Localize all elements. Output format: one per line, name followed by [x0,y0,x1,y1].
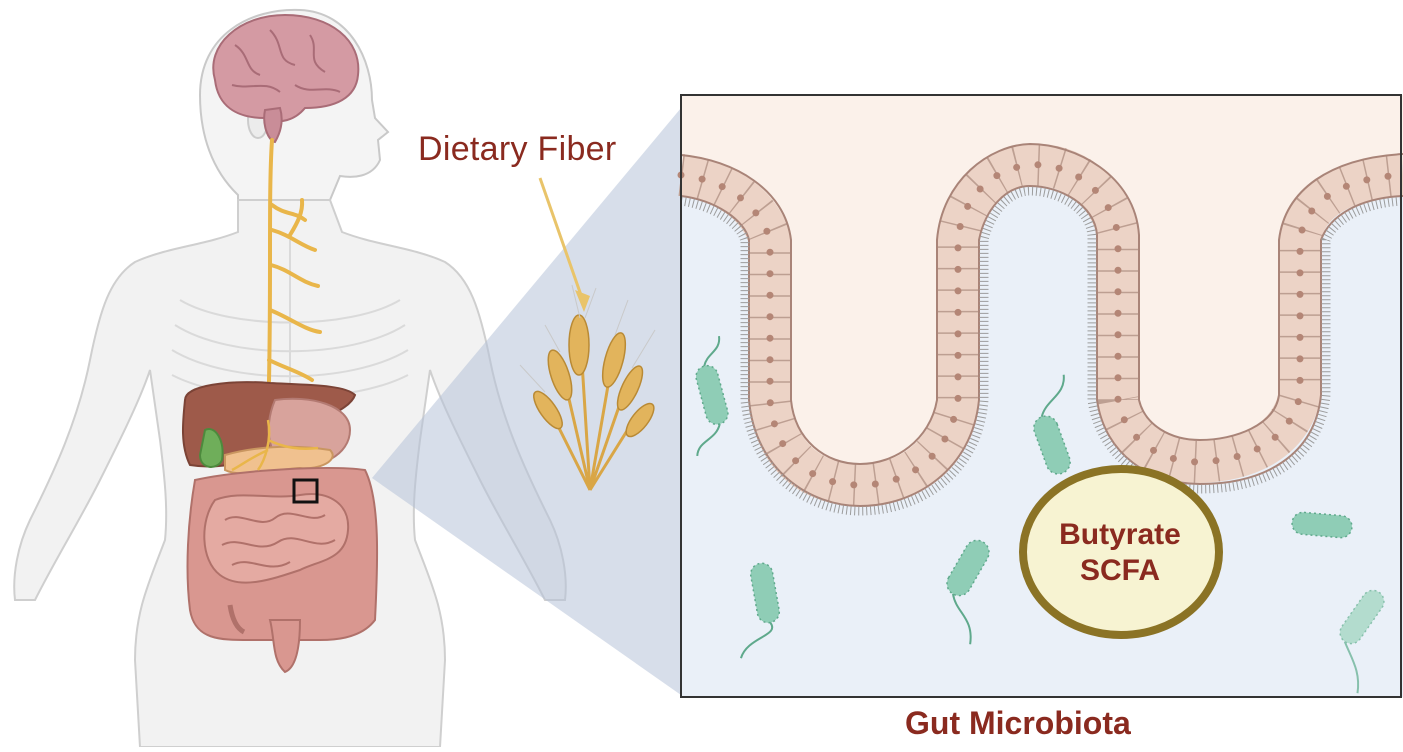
gut-microbiota-label: Gut Microbiota [905,705,1131,742]
scfa-text: SCFA [1030,553,1210,589]
digestive-organs [183,382,377,672]
butyrate-text: Butyrate [1030,517,1210,553]
dietary-fiber-label: Dietary Fiber [418,130,617,169]
butyrate-scfa-label: Butyrate SCFA [1030,517,1210,589]
